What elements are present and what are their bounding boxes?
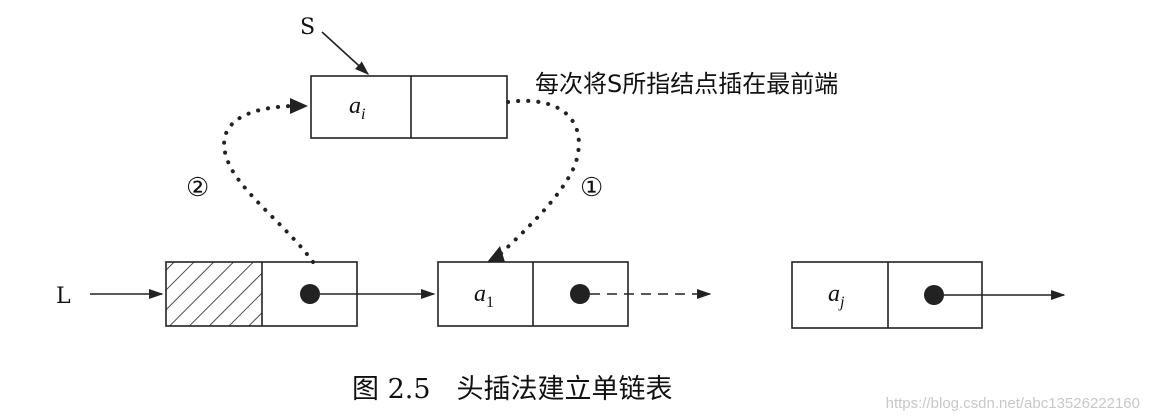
node-ai-label: ai [349, 93, 365, 123]
node-aj-label: aj [828, 281, 845, 311]
figure-caption: 图 2.5 头插法建立单链表 [352, 374, 673, 405]
dotted-pointer-step2-head [290, 98, 308, 114]
dotted-pointer-step2 [222, 104, 315, 264]
node-aj-sub: j [838, 294, 845, 311]
node-ai-base: a [349, 93, 361, 119]
caption-number: 图 2.5 [352, 374, 431, 405]
pointer-s-label: S [300, 15, 315, 40]
watermark-url: https://blog.csdn.net/abc13526222160 [886, 395, 1140, 412]
first-node-pointer-dot [570, 284, 590, 304]
caption-title: 头插法建立单链表 [457, 374, 673, 405]
pointer-s-arrow [321, 31, 370, 75]
head-node [165, 261, 358, 327]
pointer-l-label: L [56, 284, 71, 309]
dotted-pointer-step1 [490, 98, 581, 264]
node-a1-sub: 1 [486, 294, 494, 311]
step2-marker: ② [186, 173, 209, 203]
step1-marker: ① [580, 173, 603, 203]
node-a1-label: a1 [474, 281, 494, 311]
head-node-pointer-dot [300, 284, 320, 304]
new-node-ai: ai [310, 75, 508, 139]
insert-annotation: 每次将S所指结点插在最前端 [535, 70, 838, 98]
node-aj-base: a [828, 281, 840, 307]
node-a1-base: a [474, 281, 486, 307]
dotted-pointer-step1-head [484, 246, 505, 266]
last-node-pointer-dot [924, 285, 944, 305]
last-node-aj: aj [791, 261, 983, 329]
node-ai-sub: i [361, 106, 365, 123]
